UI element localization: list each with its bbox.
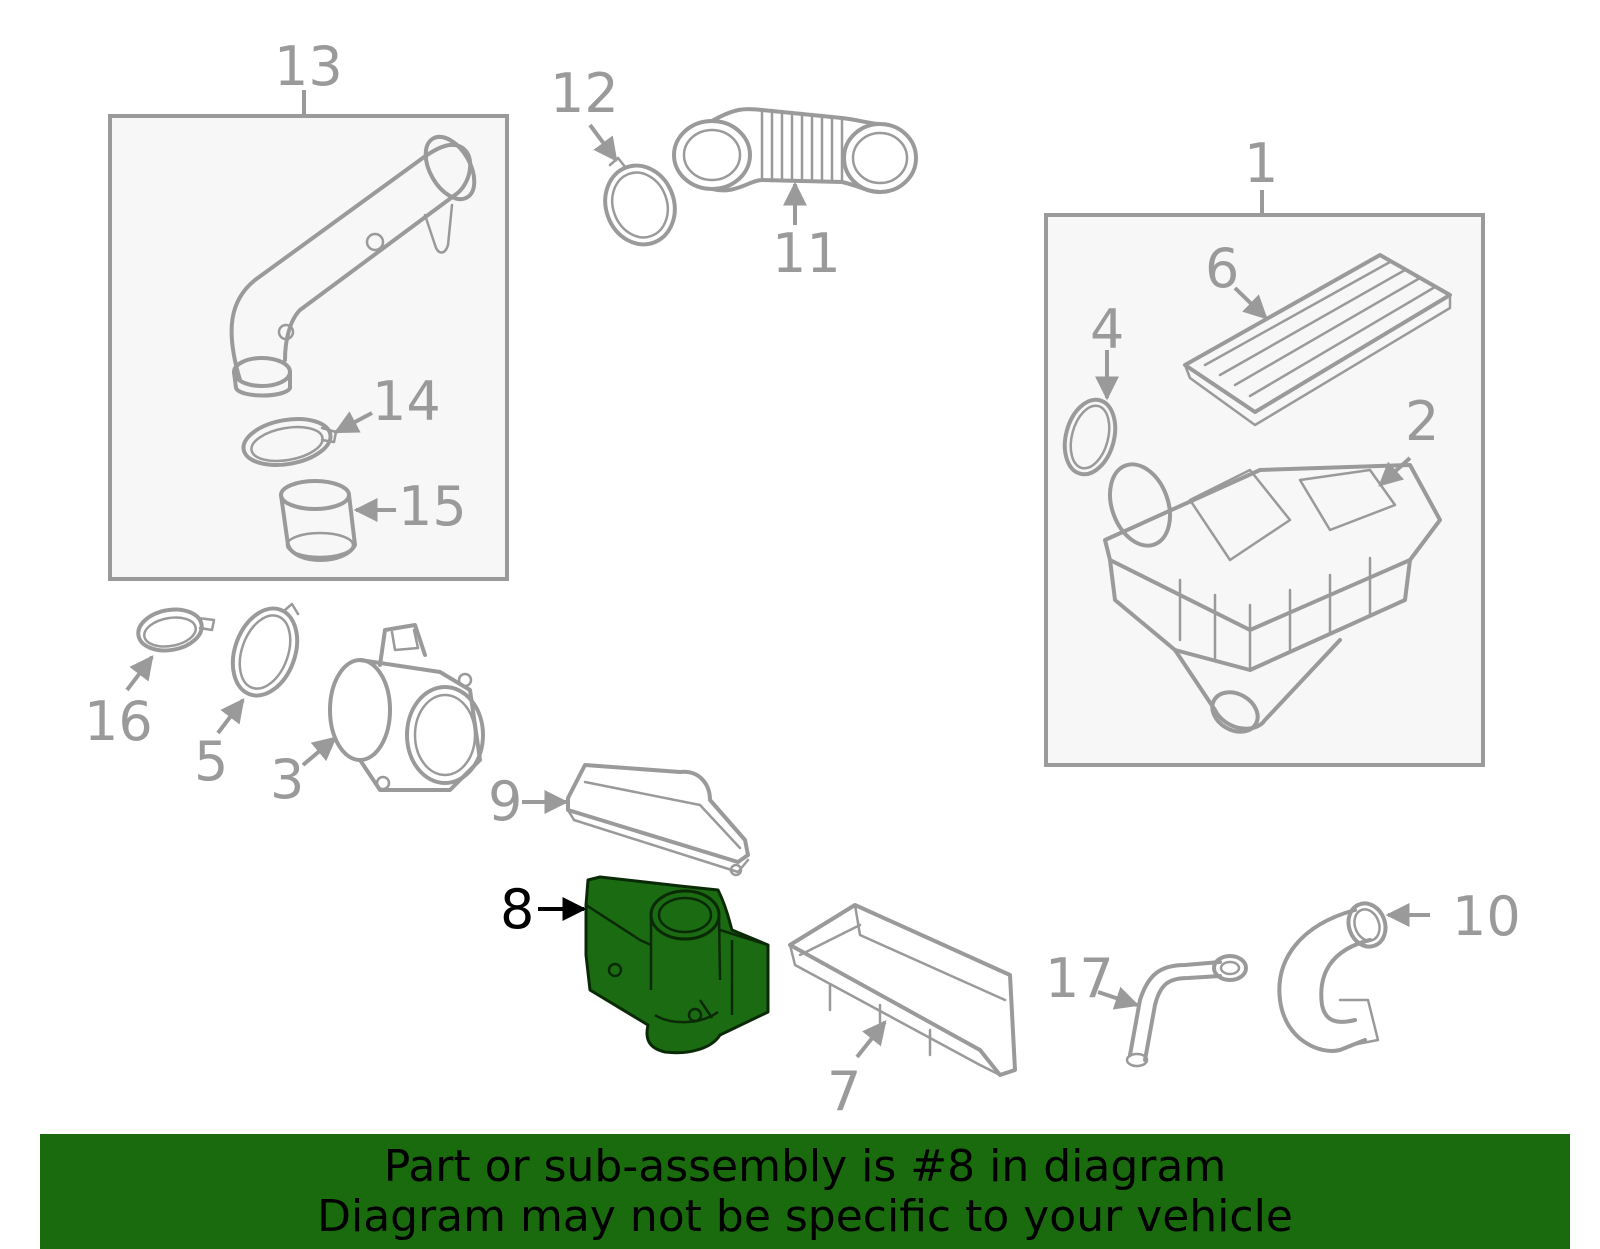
callout-9: 9 xyxy=(488,770,522,833)
callout-6: 6 xyxy=(1205,237,1239,300)
info-banner: Part or sub-assembly is #8 in diagram Di… xyxy=(40,1134,1570,1249)
banner-line-2: Diagram may not be specific to your vehi… xyxy=(317,1190,1293,1242)
part-12-clamp[interactable] xyxy=(588,123,686,254)
part-3-maf-sensor[interactable] xyxy=(301,623,485,792)
part-10-hose[interactable] xyxy=(1277,898,1430,1053)
part-13-intake-pipe[interactable] xyxy=(229,129,485,398)
callout-2: 2 xyxy=(1405,390,1439,453)
callout-10: 10 xyxy=(1452,885,1521,948)
callout-13: 13 xyxy=(274,35,343,98)
part-5-clamp[interactable] xyxy=(216,599,309,735)
banner-line-1: Part or sub-assembly is #8 in diagram xyxy=(383,1140,1227,1192)
callout-1: 1 xyxy=(1244,132,1278,195)
part-4-seal[interactable] xyxy=(1057,350,1123,480)
callout-14: 14 xyxy=(372,370,441,433)
callout-15: 15 xyxy=(398,475,467,538)
part-7-duct[interactable] xyxy=(788,903,1017,1077)
part-8-air-intake-duct[interactable] xyxy=(538,875,770,1055)
group-box-13 xyxy=(108,90,509,581)
part-15-hose-coupler[interactable] xyxy=(279,479,396,562)
part-11-intake-boot[interactable] xyxy=(672,107,918,225)
part-9-air-duct-cover[interactable] xyxy=(522,763,750,877)
callout-12: 12 xyxy=(550,62,619,125)
callout-7: 7 xyxy=(827,1060,861,1123)
part-17-breather-hose[interactable] xyxy=(1097,954,1248,1068)
part-6-air-filter[interactable] xyxy=(1183,253,1452,427)
callout-4: 4 xyxy=(1090,298,1124,361)
callout-3: 3 xyxy=(270,748,304,811)
part-14-clamp[interactable] xyxy=(240,411,373,472)
callout-11: 11 xyxy=(772,222,841,285)
part-2-air-cleaner-housing[interactable] xyxy=(1099,456,1442,740)
callout-17: 17 xyxy=(1045,947,1114,1010)
callout-8: 8 xyxy=(500,878,534,941)
callout-5: 5 xyxy=(194,730,228,793)
part-16-clamp[interactable] xyxy=(125,605,216,692)
callout-16: 16 xyxy=(84,690,153,753)
